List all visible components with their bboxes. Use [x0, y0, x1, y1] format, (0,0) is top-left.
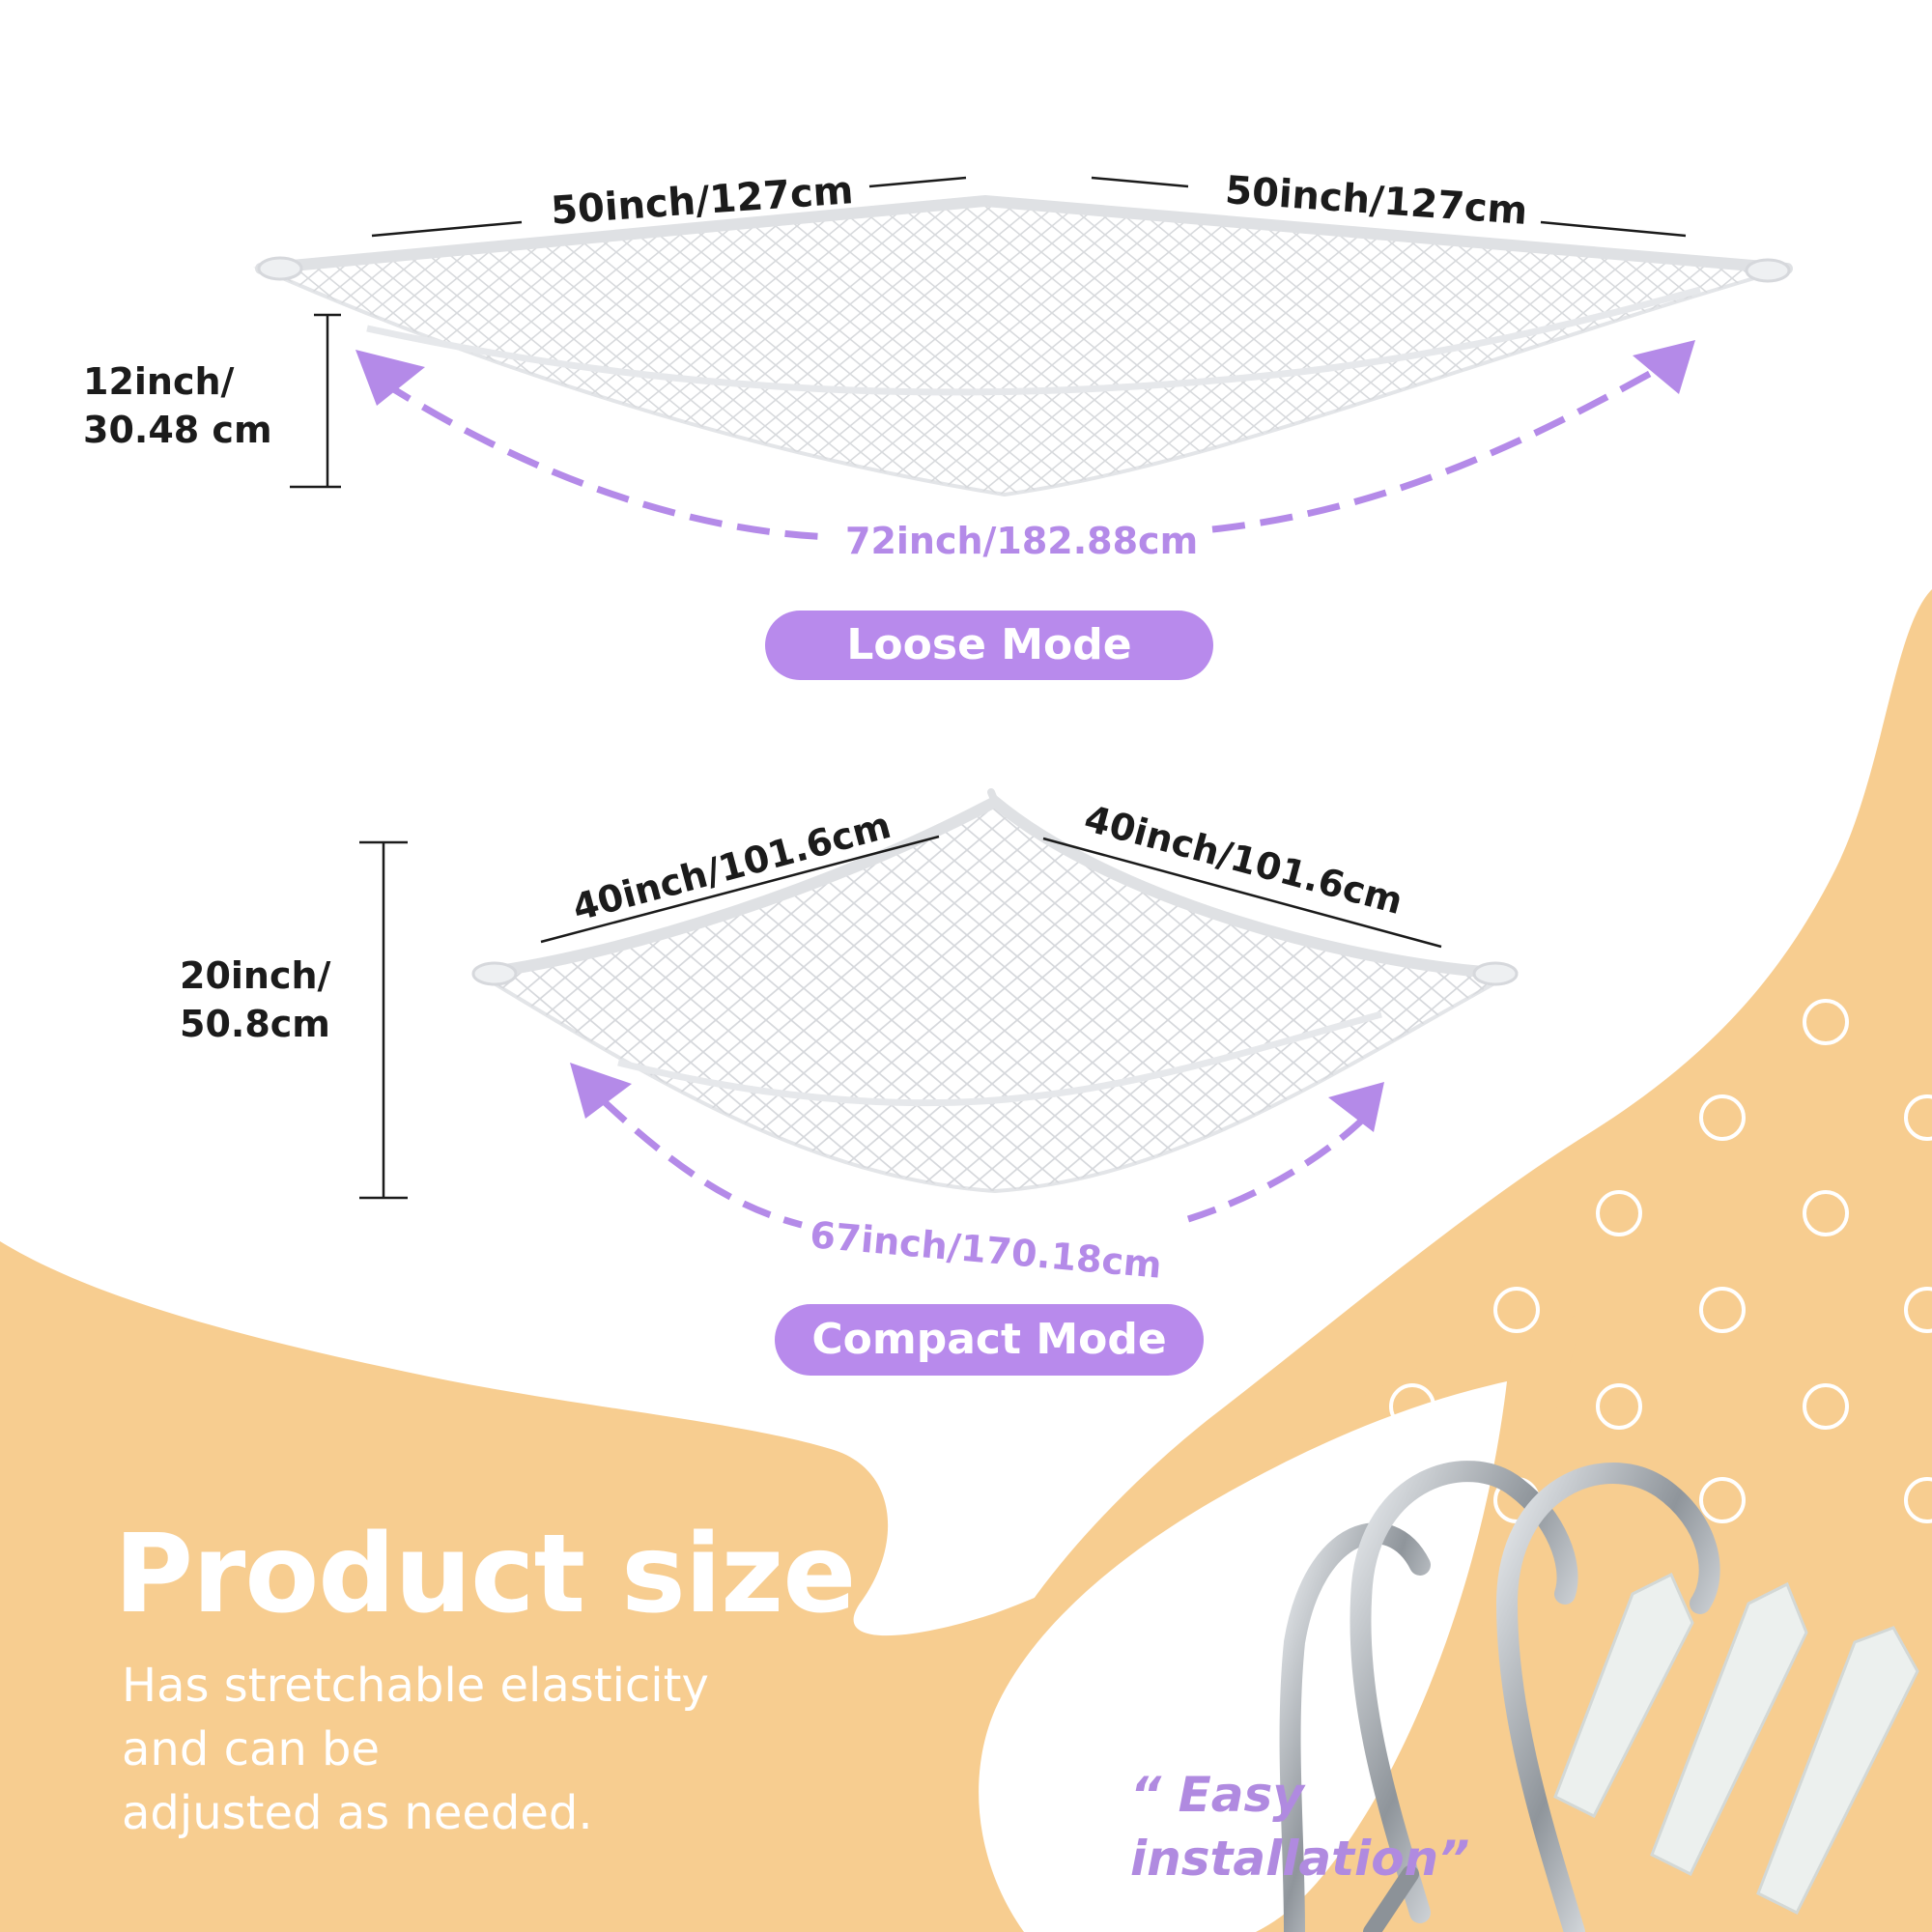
compact-dimension-lines	[359, 835, 1442, 1200]
compact-arc-arrow	[570, 1063, 1384, 1229]
callout-line-2: installation”	[1130, 1831, 1470, 1887]
subtitle-line-1: Has stretchable elasticity	[122, 1659, 709, 1713]
loose-height-line1: 12inch/	[83, 360, 235, 403]
wall-anchor-icon	[1553, 1572, 1919, 1916]
loose-arc-length-label: 72inch/182.88cm	[845, 520, 1199, 562]
callout-line-1: “ Easy	[1130, 1767, 1304, 1823]
compact-height-line2: 50.8cm	[180, 1003, 330, 1045]
subtitle-line-2: and can be	[122, 1722, 381, 1776]
loose-height-line2: 30.48 cm	[83, 409, 272, 451]
loose-dimension-lines	[290, 176, 1687, 489]
easy-installation-callout: “ Easy installation”	[1130, 1763, 1469, 1890]
loose-height-label: 12inch/ 30.48 cm	[83, 357, 272, 454]
compact-mode-badge: Compact Mode	[775, 1304, 1204, 1376]
compact-height-label: 20inch/ 50.8cm	[180, 952, 330, 1048]
compact-height-line1: 20inch/	[180, 954, 331, 997]
decorative-circles	[1286, 999, 1932, 1523]
loose-mode-badge: Loose Mode	[765, 611, 1213, 680]
hook-icon	[1279, 1461, 1720, 1932]
product-size-title: Product size	[114, 1512, 856, 1637]
loose-arc-arrow	[355, 340, 1695, 541]
compact-net-illustration	[471, 788, 1520, 1194]
subtitle-line-3: adjusted as needed.	[122, 1786, 593, 1840]
loose-net-illustration	[253, 194, 1793, 497]
product-size-subtitle: Has stretchable elasticity and can be ad…	[122, 1654, 817, 1845]
